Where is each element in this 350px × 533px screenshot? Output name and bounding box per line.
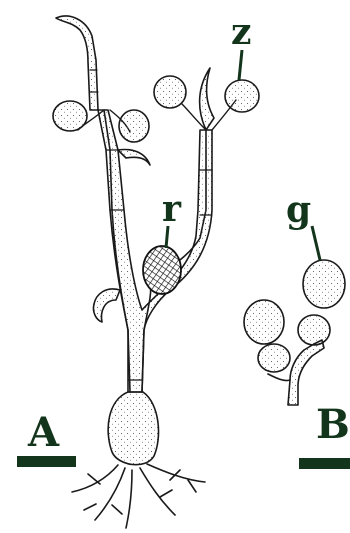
label-panel-b: B — [316, 401, 350, 448]
label-panel-a: A — [27, 409, 60, 456]
sporangium — [53, 101, 87, 131]
side-branch — [93, 289, 120, 322]
label-g: g — [286, 189, 311, 231]
gametangium — [244, 300, 284, 344]
scale-bar-a — [17, 456, 76, 467]
scale-bar-b — [299, 458, 350, 469]
organism-a — [53, 16, 259, 528]
gametangium — [298, 315, 330, 345]
sporangium — [119, 110, 149, 142]
label-r: r — [162, 188, 182, 230]
leader-g — [312, 226, 320, 260]
sporangium-z — [225, 80, 259, 112]
organism-b — [244, 260, 345, 405]
label-z: z — [231, 11, 251, 53]
reticulate-body-r — [143, 246, 181, 294]
fragment-stalk — [288, 340, 324, 405]
gametangium-g — [303, 260, 345, 308]
rhizoids — [72, 464, 205, 528]
basal-vesicle — [108, 392, 158, 465]
tall-filament — [56, 16, 98, 110]
sporangium — [154, 76, 186, 108]
gametangium — [258, 344, 290, 372]
leader-z — [239, 50, 242, 80]
